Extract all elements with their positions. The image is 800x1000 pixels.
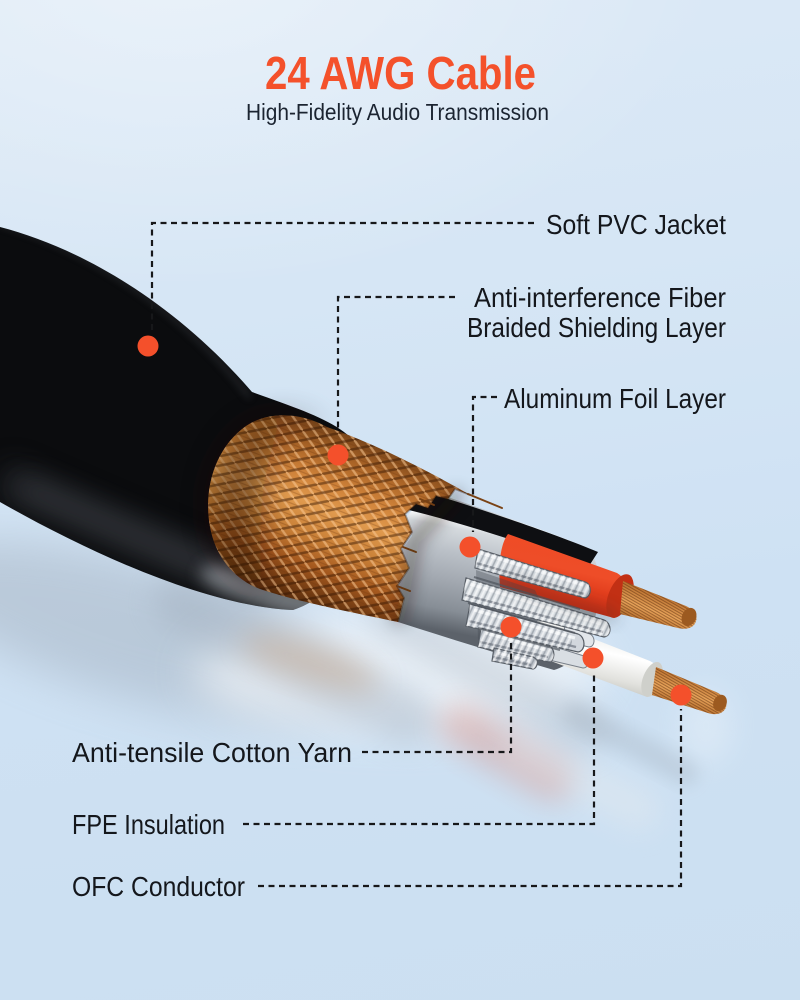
svg-text:Aluminum Foil Layer: Aluminum Foil Layer	[504, 383, 726, 414]
svg-text:FPE Insulation: FPE Insulation	[72, 809, 225, 840]
svg-text:Braided Shielding Layer: Braided Shielding Layer	[467, 312, 726, 343]
svg-text:Anti-interference Fiber: Anti-interference Fiber	[474, 282, 726, 313]
svg-text:24 AWG Cable: 24 AWG Cable	[265, 47, 536, 99]
svg-text:High-Fidelity Audio Transmissi: High-Fidelity Audio Transmission	[246, 99, 549, 125]
svg-text:Soft PVC Jacket: Soft PVC Jacket	[546, 209, 726, 240]
svg-text:OFC Conductor: OFC Conductor	[72, 871, 245, 902]
svg-text:Anti-tensile Cotton Yarn: Anti-tensile Cotton Yarn	[72, 737, 352, 768]
